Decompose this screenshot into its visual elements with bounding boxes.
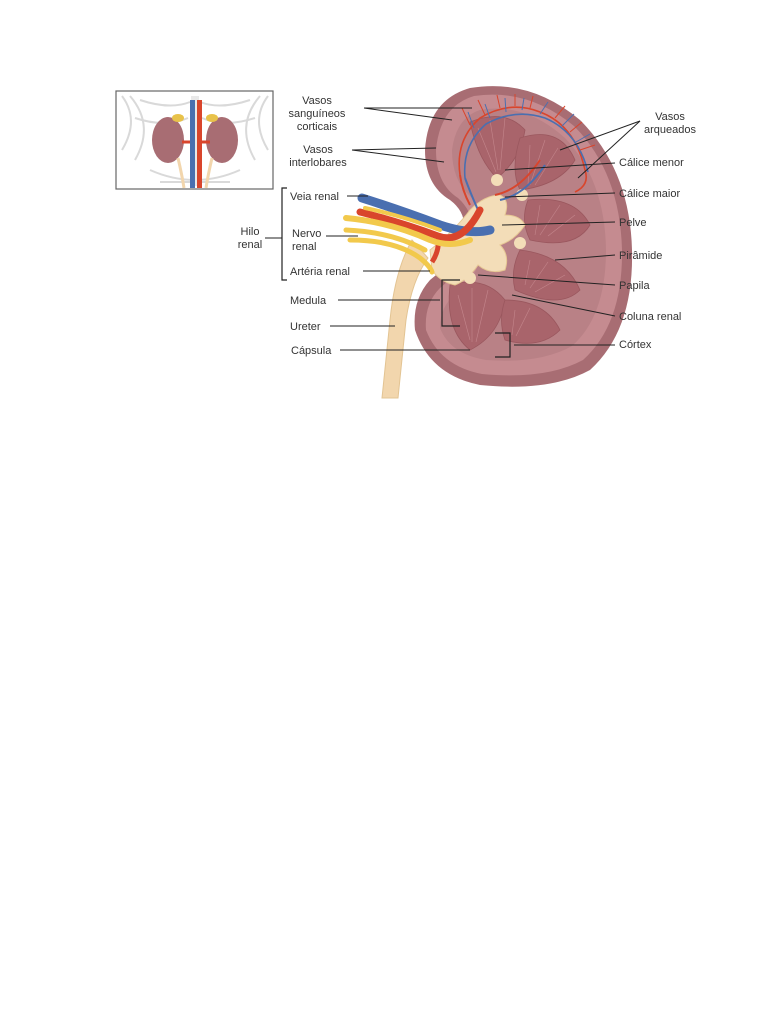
label-capsula: Cápsula [291, 345, 332, 357]
label-vasos-interlobares-1: Vasos [303, 144, 333, 156]
label-vasos-arqueados-1: Vasos [655, 111, 685, 123]
label-piramide: Pirâmide [619, 250, 662, 262]
label-coluna-renal: Coluna renal [619, 311, 681, 323]
label-vasos-sanguineos-corticais-1: Vasos [302, 95, 332, 107]
inset-torso [115, 90, 274, 190]
label-veia-renal: Veia renal [290, 191, 339, 203]
label-hilo-renal-1: Hilo [241, 226, 260, 238]
kidney-cross-section [343, 86, 633, 399]
label-pelve: Pelve [619, 217, 647, 229]
label-arteria-renal: Artéria renal [290, 266, 350, 278]
label-vasos-arqueados-2: arqueados [644, 124, 696, 136]
leader-lines [265, 107, 641, 358]
label-hilo-renal-2: renal [238, 239, 262, 251]
label-medula: Medula [290, 295, 327, 307]
label-ureter: Ureter [290, 321, 321, 333]
label-nervo-renal-1: Nervo [292, 228, 321, 240]
label-nervo-renal-2: renal [292, 241, 316, 253]
label-vasos-sanguineos-corticais-2: sanguíneos [289, 108, 346, 120]
label-vasos-interlobares-2: interlobares [289, 157, 347, 169]
diagram-labels: Vasos sanguíneos corticais Vasos interlo… [238, 95, 697, 357]
label-cortex: Córtex [619, 339, 652, 351]
label-calice-maior: Cálice maior [619, 188, 680, 200]
label-papila: Papila [619, 280, 650, 292]
label-calice-menor: Cálice menor [619, 157, 684, 169]
label-vasos-sanguineos-corticais-3: corticais [297, 121, 338, 133]
